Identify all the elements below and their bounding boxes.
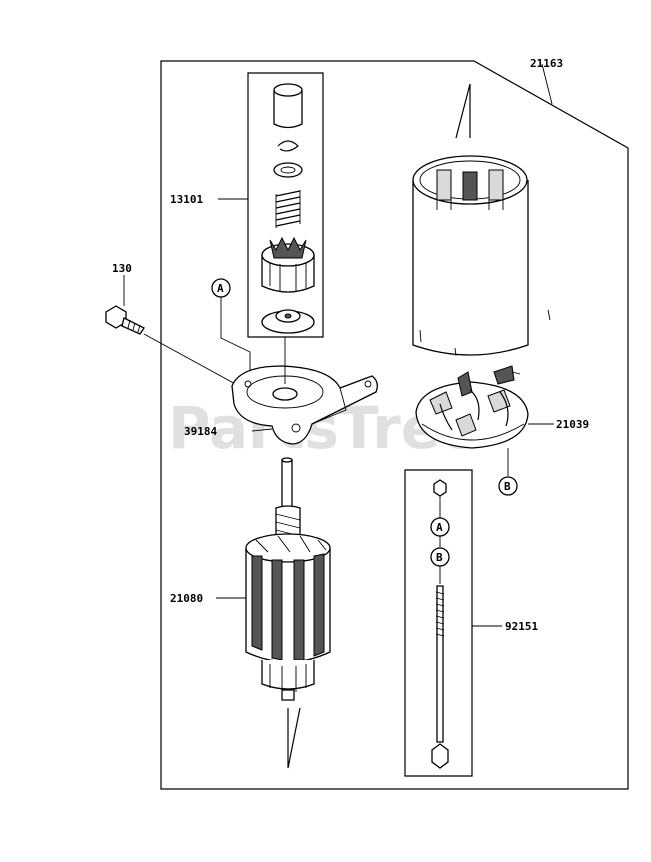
- marker-a-bottom-label: A: [436, 521, 443, 534]
- callout-21080: 21080: [170, 592, 203, 605]
- marker-b-bottom-label: B: [436, 551, 443, 564]
- brush-holder[interactable]: [415, 365, 529, 449]
- leader-21163: [541, 63, 553, 105]
- pinion-kit-box: [247, 72, 324, 338]
- starter-housing[interactable]: [412, 155, 551, 357]
- marker-b-top-label: B: [504, 480, 511, 493]
- housing-arrow: [455, 83, 471, 139]
- armature[interactable]: [245, 457, 331, 701]
- callout-21039: 21039: [556, 418, 589, 431]
- bolt-kit-box: [404, 469, 473, 777]
- marker-b-top: [498, 476, 518, 496]
- through-bolt-kit[interactable]: A B: [430, 479, 450, 769]
- marker-a-leader: [220, 297, 251, 372]
- callout-130: 130: [112, 262, 132, 275]
- callout-39184: 39184: [184, 425, 217, 438]
- armature-arrow: [287, 707, 301, 769]
- leader-39184: [251, 428, 273, 432]
- diagram-frame: [160, 60, 629, 790]
- mounting-bracket[interactable]: [231, 365, 378, 445]
- bolt-alignment-line: [143, 333, 251, 393]
- pinion-assembly[interactable]: [261, 83, 315, 334]
- marker-a-top-label: A: [217, 282, 224, 295]
- bolt[interactable]: [105, 305, 145, 335]
- callout-13101: 13101: [170, 193, 203, 206]
- callout-21163: 21163: [530, 57, 563, 70]
- callout-92151: 92151: [505, 620, 538, 633]
